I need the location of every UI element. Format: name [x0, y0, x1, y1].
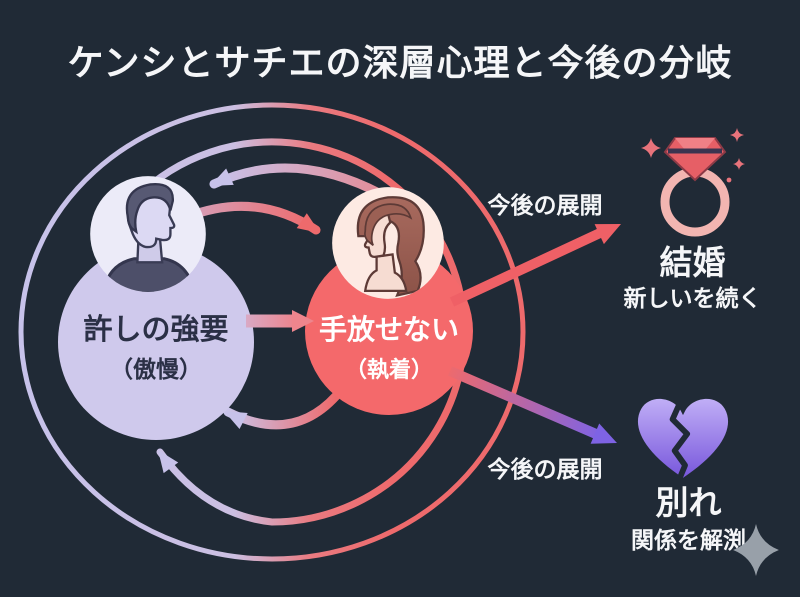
marriage-outcome-title: 結婚 — [659, 243, 726, 282]
outer-orbit-ring — [18, 102, 526, 562]
bottom-arc-arrowhead-icon — [224, 411, 248, 430]
marriage-branch-arrow — [449, 228, 603, 307]
woman-profile-avatar — [332, 187, 444, 299]
marriage-outcome-subtitle: 新しいを続く — [623, 286, 762, 312]
breakup-branch-arrow — [448, 366, 598, 439]
broken-heart-icon — [637, 397, 729, 481]
left-node-sublabel: （傲慢） — [110, 357, 202, 383]
breakup-arrow-label: 今後の展開 — [487, 457, 603, 483]
engagement-ring-icon — [641, 128, 745, 237]
right-node-sublabel: （執着） — [344, 358, 433, 383]
marriage-arrow-label: 今後の展開 — [487, 193, 603, 219]
left-node-label: 許しの強要 — [83, 312, 229, 346]
diagram-title: ケンシとサチエの深層心理と今後の分岐 — [67, 43, 733, 84]
breakup-outcome-subtitle: 関係を解渕 — [631, 528, 746, 554]
sparkle-icon — [733, 524, 779, 576]
breakup-outcome-title: 別れ — [655, 483, 722, 522]
middle-link-arrowhead-icon — [292, 310, 314, 332]
right-node-label: 手放せない — [318, 313, 459, 346]
top-right-arrowhead-icon — [296, 213, 320, 233]
man-profile-avatar — [90, 176, 206, 292]
large-cycle-arrowhead-icon — [158, 450, 179, 474]
marriage-arrowhead-icon — [594, 224, 621, 245]
top-left-arrowhead-icon — [210, 168, 234, 186]
breakup-arrowhead-icon — [590, 423, 617, 444]
